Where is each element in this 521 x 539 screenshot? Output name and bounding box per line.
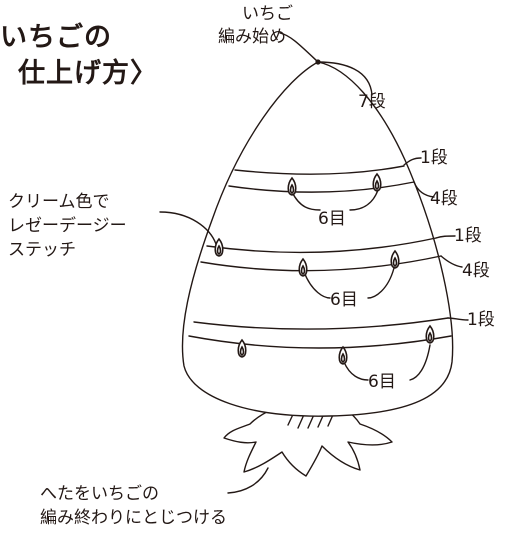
- lazy-daisy-stitch: [214, 237, 224, 257]
- bracket-6a: [291, 189, 379, 211]
- label-stitch-6c: 6目: [368, 372, 396, 392]
- lazy-daisy-stitch: [298, 257, 308, 277]
- start-dot: [315, 59, 321, 65]
- label-row-1b: 1段: [454, 226, 482, 246]
- label-start-line1: いちご: [242, 4, 293, 24]
- leader-4a: [413, 181, 435, 198]
- label-calyx-line1: へたをいちごの: [40, 484, 159, 504]
- bracket-6c: [343, 344, 431, 381]
- label-row-1a: 1段: [420, 148, 448, 168]
- label-daisy-line3: ステッチ: [8, 240, 76, 260]
- label-start-line2: 編み始め: [218, 27, 286, 47]
- leader-1b: [435, 235, 456, 239]
- band-2-top: [206, 237, 437, 254]
- band-1-top: [234, 165, 405, 175]
- lazy-daisy-stitch: [287, 176, 297, 196]
- lazy-daisy-stitch: [372, 172, 382, 192]
- leader-start: [279, 32, 319, 63]
- label-daisy-line1: クリーム色で: [8, 192, 110, 212]
- leader-calyx: [227, 467, 269, 494]
- lazy-daisy-stitch: [338, 345, 348, 365]
- label-row-4b: 4段: [462, 261, 490, 281]
- label-row-1c: 1段: [467, 310, 495, 330]
- page-title-line1: いちごの: [0, 22, 112, 53]
- lazy-daisy-stitch: [237, 338, 247, 358]
- lazy-daisy-stitch: [390, 249, 400, 269]
- lazy-daisy-stitch: [425, 324, 435, 344]
- band-2-bottom: [200, 255, 442, 272]
- leader-daisy: [159, 211, 217, 245]
- leader-4b: [440, 255, 463, 268]
- page-title-line2: 仕上げ方〉: [18, 58, 158, 89]
- label-stitch-6a: 6目: [318, 209, 346, 229]
- label-daisy-line2: レゼーデージー: [8, 216, 127, 236]
- leader-1c: [447, 317, 469, 321]
- band-1-bottom: [228, 181, 415, 193]
- label-stitch-6b: 6目: [330, 290, 358, 310]
- band-3-top: [193, 317, 449, 330]
- bracket-6b: [303, 267, 395, 299]
- calyx-stitch-lines: [287, 407, 337, 429]
- label-row-4a: 4段: [430, 189, 458, 209]
- strawberry-body: [181, 61, 454, 417]
- label-calyx-line2: 編み終わりにとじつける: [40, 508, 227, 528]
- calyx-shape: [223, 397, 393, 477]
- band-3-bottom: [188, 335, 452, 349]
- label-row-7: 7段: [358, 92, 386, 112]
- leader-7: [317, 61, 373, 96]
- leader-1a: [403, 157, 422, 166]
